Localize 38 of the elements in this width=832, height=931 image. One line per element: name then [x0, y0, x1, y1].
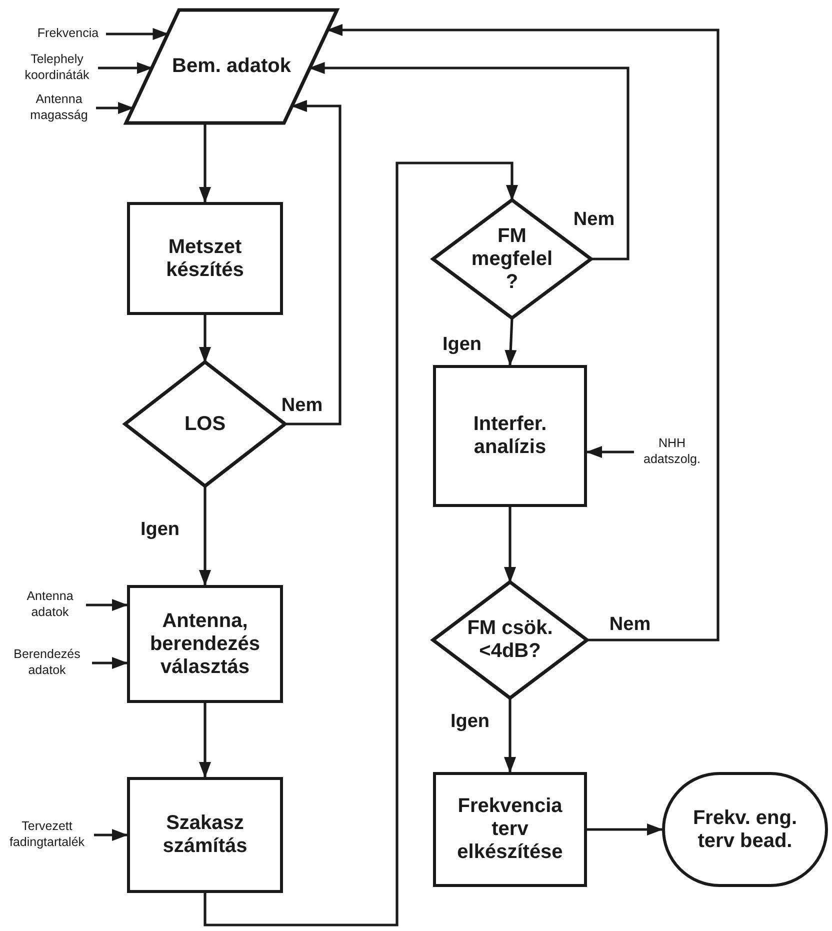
- arrow: [586, 446, 634, 458]
- node-text: FM csök. <4dB?: [466, 617, 554, 663]
- arrow: [92, 657, 128, 669]
- process-box: [127, 585, 283, 703]
- node-text: Interfer. analízis: [472, 413, 548, 459]
- arrow: [504, 318, 517, 366]
- node-text: Szakasz számítás: [162, 812, 248, 858]
- input-label: Antenna magasság: [22, 92, 96, 124]
- arrow: [199, 315, 211, 363]
- node-text: Frekv. eng. terv bead.: [692, 806, 798, 852]
- node-text: Antenna, berendezés választás: [148, 610, 262, 678]
- input-label: Antenna adatok: [14, 589, 86, 621]
- process-box: [433, 772, 587, 887]
- node-text: Bem. adatok: [172, 55, 291, 78]
- node-text: LOS: [183, 412, 227, 436]
- arrow: [504, 698, 516, 773]
- input-data-parallelogram: [126, 10, 337, 123]
- process-box: [433, 365, 587, 507]
- decision-diamond: [433, 582, 587, 698]
- input-label: Telephely koordináták: [16, 51, 98, 85]
- arrow: [504, 507, 516, 583]
- arrow: [204, 162, 518, 926]
- process-box: [127, 202, 283, 315]
- node-text: FM megfelel ?: [470, 224, 554, 294]
- arrow: [285, 100, 342, 426]
- arrow: [199, 486, 211, 586]
- node-text: Frekvencia terv elkészítése: [456, 795, 564, 864]
- input-label: Frekvencia: [30, 24, 106, 44]
- process-box: [127, 777, 283, 893]
- input-label: Berendezés adatok: [2, 647, 92, 679]
- arrow: [199, 123, 211, 203]
- input-label: NHH adatszolg.: [634, 436, 710, 468]
- input-label: Tervezett fadingtartalék: [0, 819, 94, 851]
- arrow: [94, 829, 128, 841]
- arrow: [86, 599, 128, 611]
- node-text: Metszet készítés: [165, 236, 245, 282]
- arrow: [587, 824, 663, 836]
- arrow: [199, 703, 211, 778]
